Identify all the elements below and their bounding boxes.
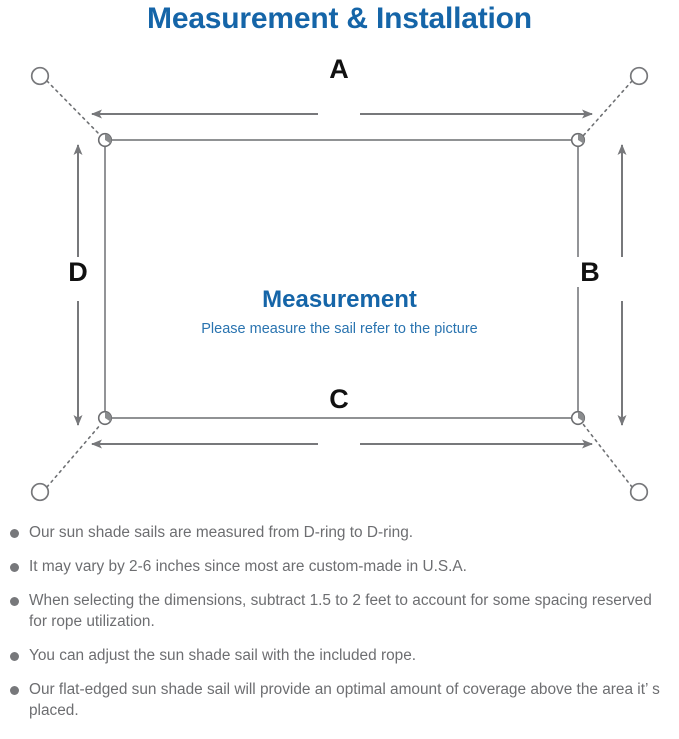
d-ring-shade-top-left <box>105 134 112 144</box>
d-ring-shade-top-right <box>578 134 585 144</box>
bullet-icon <box>10 597 19 606</box>
rope-bottom-left <box>46 423 102 488</box>
bullet-icon <box>10 686 19 695</box>
dimension-label-a: A <box>318 54 360 84</box>
list-item: When selecting the dimensions, subtract … <box>0 590 679 632</box>
bullet-icon <box>10 563 19 572</box>
anchor-ring-icon-top-left <box>30 66 50 86</box>
dimension-label-b: B <box>570 257 610 287</box>
note-text: You can adjust the sun shade sail with t… <box>29 647 417 664</box>
notes-list: Our sun shade sails are measured from D-… <box>0 522 679 734</box>
rope-bottom-right <box>582 423 633 488</box>
d-ring-shade-bottom-right <box>578 412 585 422</box>
d-ring-shade-bottom-left <box>105 412 112 422</box>
anchor-ring-icon-bottom-right <box>629 482 649 502</box>
sail-d-rings <box>97 132 586 426</box>
note-text: Our flat-edged sun shade sail will provi… <box>29 681 660 719</box>
rope-top-left <box>46 80 102 137</box>
list-item: It may vary by 2-6 inches since most are… <box>0 556 679 577</box>
note-text: Our sun shade sails are measured from D-… <box>29 524 414 541</box>
bullet-icon <box>10 529 19 538</box>
shade-sail-outline <box>104 139 579 419</box>
list-item: Our sun shade sails are measured from D-… <box>0 522 679 543</box>
sail-d-ring-shadows <box>105 134 585 422</box>
rope-top-right <box>582 80 633 137</box>
anchor-ring-icon-bottom-left <box>30 482 50 502</box>
sail-measurement-diagram: A C D B Measurement Please measure the s… <box>0 44 679 514</box>
list-item: Our flat-edged sun shade sail will provi… <box>0 679 679 721</box>
list-item: You can adjust the sun shade sail with t… <box>0 645 679 666</box>
page-title: Measurement & Installation <box>147 2 532 35</box>
note-text: When selecting the dimensions, subtract … <box>29 592 652 630</box>
bullet-icon <box>10 652 19 661</box>
dimension-arrows <box>73 109 627 449</box>
anchor-rings <box>30 66 649 502</box>
dimension-label-c: C <box>318 384 360 414</box>
dimension-label-d: D <box>58 257 98 287</box>
rope-lines <box>46 80 633 488</box>
note-text: It may vary by 2-6 inches since most are… <box>29 558 467 575</box>
anchor-ring-icon-top-right <box>629 66 649 86</box>
diagram-svg <box>30 66 649 502</box>
